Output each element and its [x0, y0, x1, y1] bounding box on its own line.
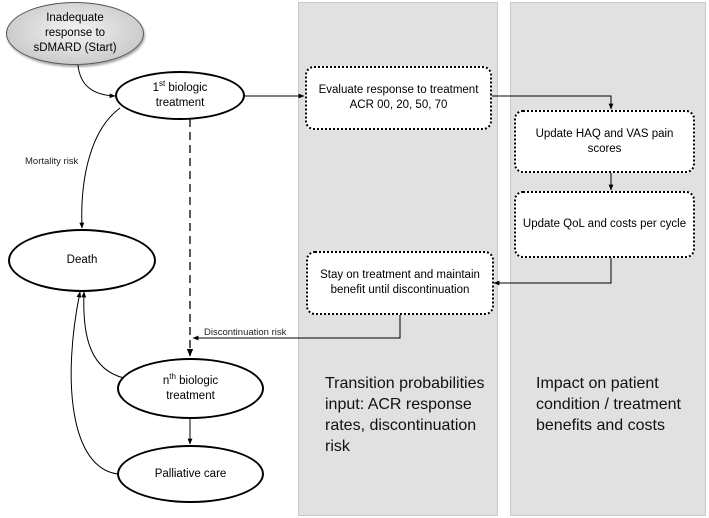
edge-qol-to-stay	[493, 258, 612, 286]
first-biologic-label: 1st biologic treatment	[152, 78, 208, 109]
evaluate-response-box: Evaluate response to treatment ACR 00, 2…	[305, 66, 492, 130]
palliative-care-node: Palliative care	[117, 445, 264, 503]
update-haq-label: Update HAQ and VAS pain scores	[535, 127, 674, 155]
palliative-care-label: Palliative care	[154, 467, 227, 480]
transition-probabilities-caption: Transition probabilities input: ACR resp…	[325, 375, 485, 455]
edge-evaluate-to-haq	[492, 95, 614, 110]
edge-palliative-to-death	[70, 291, 119, 475]
update-haq-box: Update HAQ and VAS pain scores	[514, 110, 695, 173]
nth-biologic-label: nth biologic treatment	[162, 371, 219, 402]
discontinuation-risk-label: Discontinuation risk	[204, 327, 287, 338]
edge-first-to-death	[79, 107, 121, 229]
patient-impact-caption: Impact on patient condition / treatment …	[536, 375, 681, 434]
edge-stay-to-nth	[192, 314, 401, 341]
edge-nth-to-death	[81, 291, 125, 379]
evaluate-response-label: Evaluate response to treatment ACR 00, 2…	[318, 84, 479, 111]
first-biologic-node: 1st biologic treatment	[115, 71, 245, 120]
mortality-risk-label: Mortality risk	[25, 156, 79, 167]
start-node: Inadequate response to sDMARD (Start)	[6, 2, 144, 65]
update-qol-label: Update QoL and costs per cycle	[522, 218, 687, 230]
edge-start-to-first	[77, 64, 116, 99]
patient-impact-panel	[510, 2, 706, 516]
death-node: Death	[8, 229, 156, 292]
nth-biologic-node: nth biologic treatment	[117, 358, 264, 419]
update-qol-box: Update QoL and costs per cycle	[514, 191, 695, 258]
stay-on-treatment-box: Stay on treatment and maintain benefit u…	[306, 251, 494, 315]
start-node-label: Inadequate response to sDMARD (Start)	[33, 12, 117, 54]
stay-on-treatment-label: Stay on treatment and maintain benefit u…	[320, 269, 480, 296]
death-label: Death	[66, 254, 98, 266]
